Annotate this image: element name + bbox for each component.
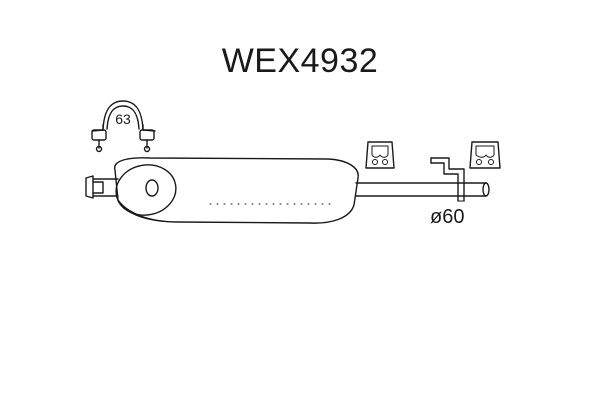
rubber-hanger-icon-2 [469,141,501,169]
inlet-pipe [85,175,119,199]
pipe-bracket [430,157,465,202]
pipe-diameter-label: ø60 [430,206,464,228]
rubber-hanger-icon [365,141,395,169]
clamp-icon: 63 [91,100,156,153]
clamp-size-label: 63 [115,111,131,127]
outlet-pipe [355,182,490,197]
silencer-body [114,157,359,224]
part-number-title: WEX4932 [221,42,379,80]
